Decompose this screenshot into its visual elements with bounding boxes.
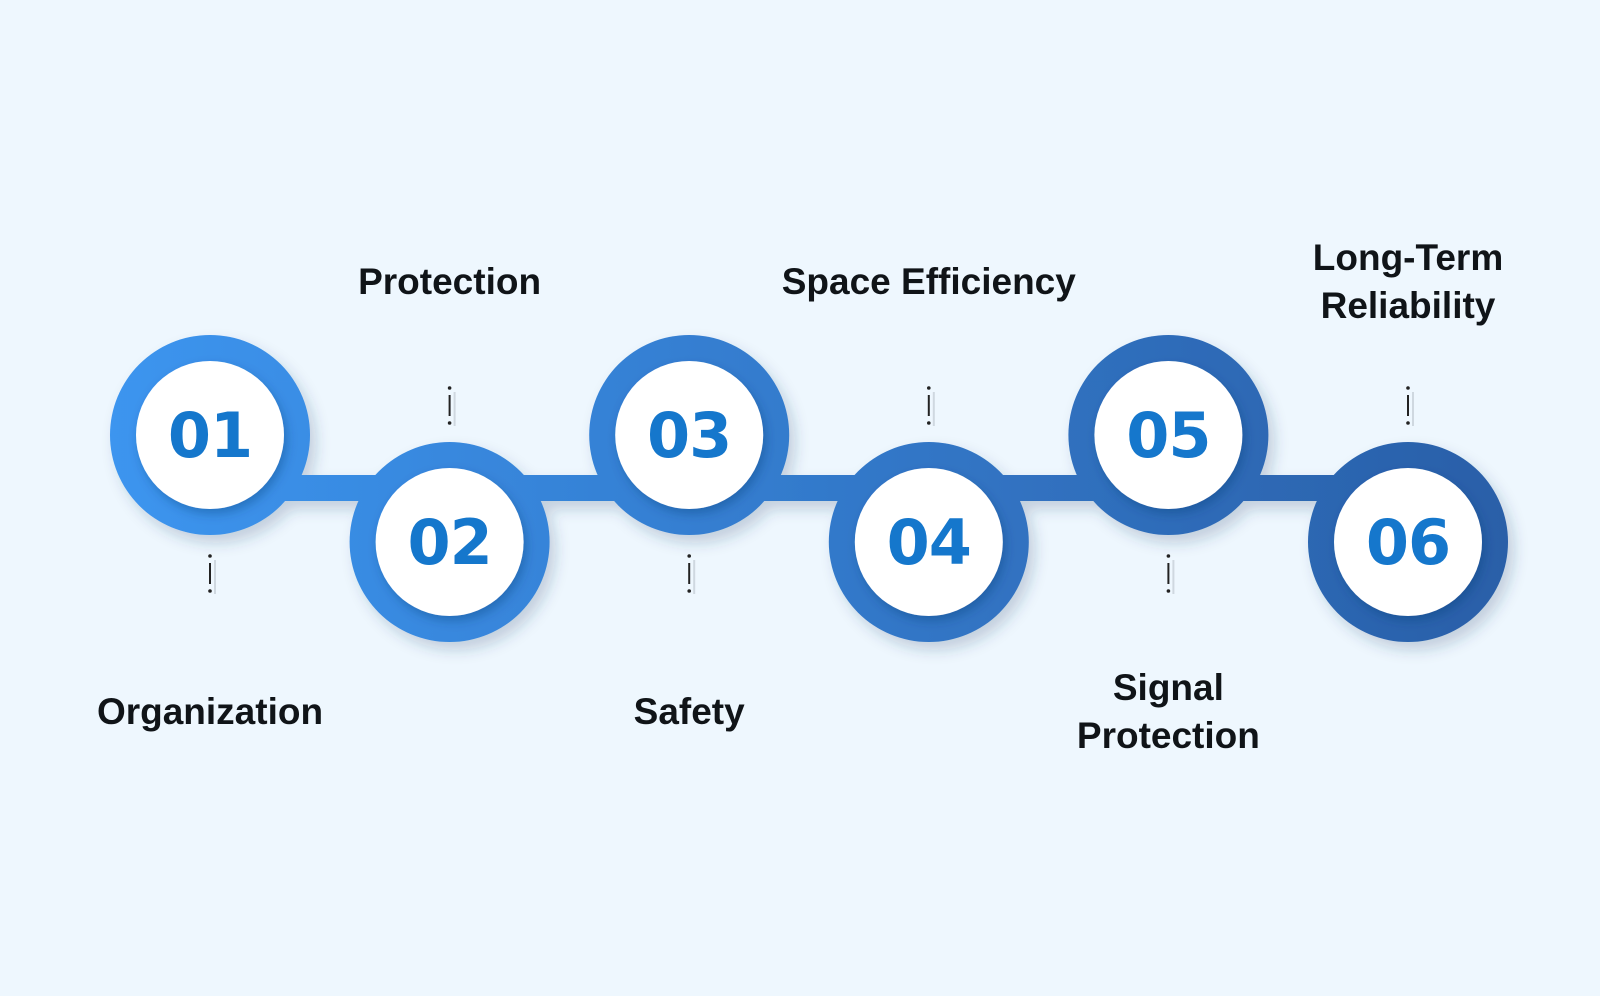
step-number-02: 02 — [407, 506, 491, 579]
step-number-03: 03 — [647, 399, 731, 472]
step-number-06: 06 — [1366, 506, 1450, 579]
step-label-01: Organization — [96, 691, 324, 732]
step-circle-02 — [375, 468, 524, 616]
connector-marker-05 — [1166, 554, 1175, 594]
step-label-06: Long-Term Reliability — [1312, 237, 1504, 326]
step-label-03: Safety — [633, 691, 745, 732]
step-number-05: 05 — [1126, 399, 1210, 472]
step-label-05: Signal Protection — [1076, 667, 1260, 756]
step-label-02: Protection — [358, 261, 542, 302]
step-circle-04 — [854, 468, 1003, 616]
step-circle-01 — [136, 361, 284, 509]
step-circle-06 — [1334, 468, 1482, 616]
step-circle-05 — [1094, 361, 1243, 509]
connector-marker-06 — [1406, 386, 1414, 426]
step-label-04: Space Efficiency — [781, 261, 1076, 302]
step-number-04: 04 — [887, 506, 971, 579]
step-number-01: 01 — [168, 399, 252, 472]
step-circle-03 — [615, 361, 764, 509]
chain-shape — [110, 335, 1508, 642]
connector-marker-02 — [447, 386, 456, 426]
step-circles: 01 02 03 04 05 06 — [136, 361, 1482, 616]
connector-dots — [208, 386, 1414, 594]
connector-marker-04 — [927, 386, 935, 426]
connector-marker-01 — [208, 554, 216, 594]
connector-marker-03 — [687, 554, 696, 594]
